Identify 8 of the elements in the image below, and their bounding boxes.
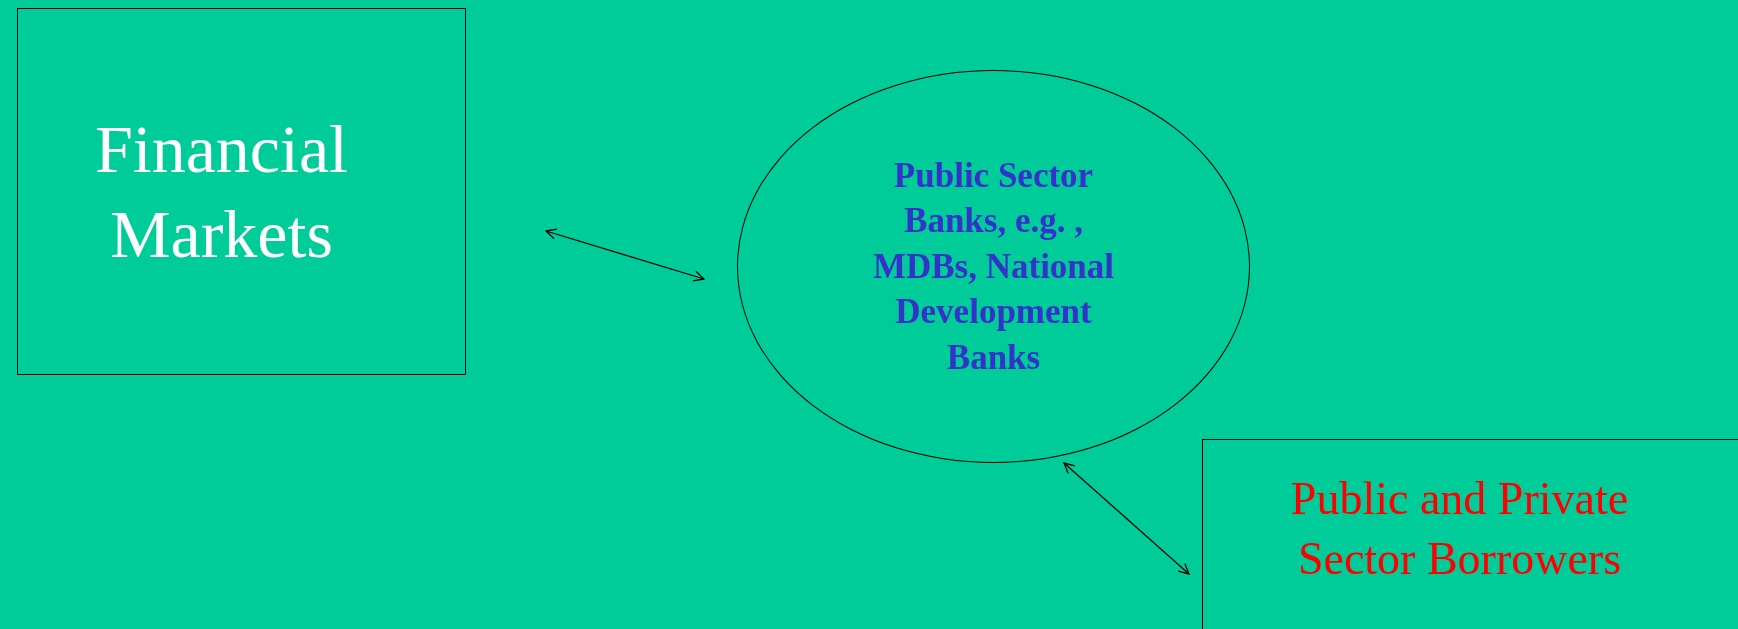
- double-arrow: [1063, 462, 1190, 575]
- node-label: Public and Private Sector Borrowers: [1289, 472, 1630, 586]
- box-node: [1202, 439, 1738, 629]
- box-node: [17, 8, 466, 375]
- node-label: Public Sector Banks, e.g. , MDBs, National Development Banks: [871, 154, 1116, 379]
- node-label: Financial Markets: [93, 109, 349, 274]
- ellipse-node: [737, 70, 1250, 463]
- double-arrow: [545, 228, 705, 282]
